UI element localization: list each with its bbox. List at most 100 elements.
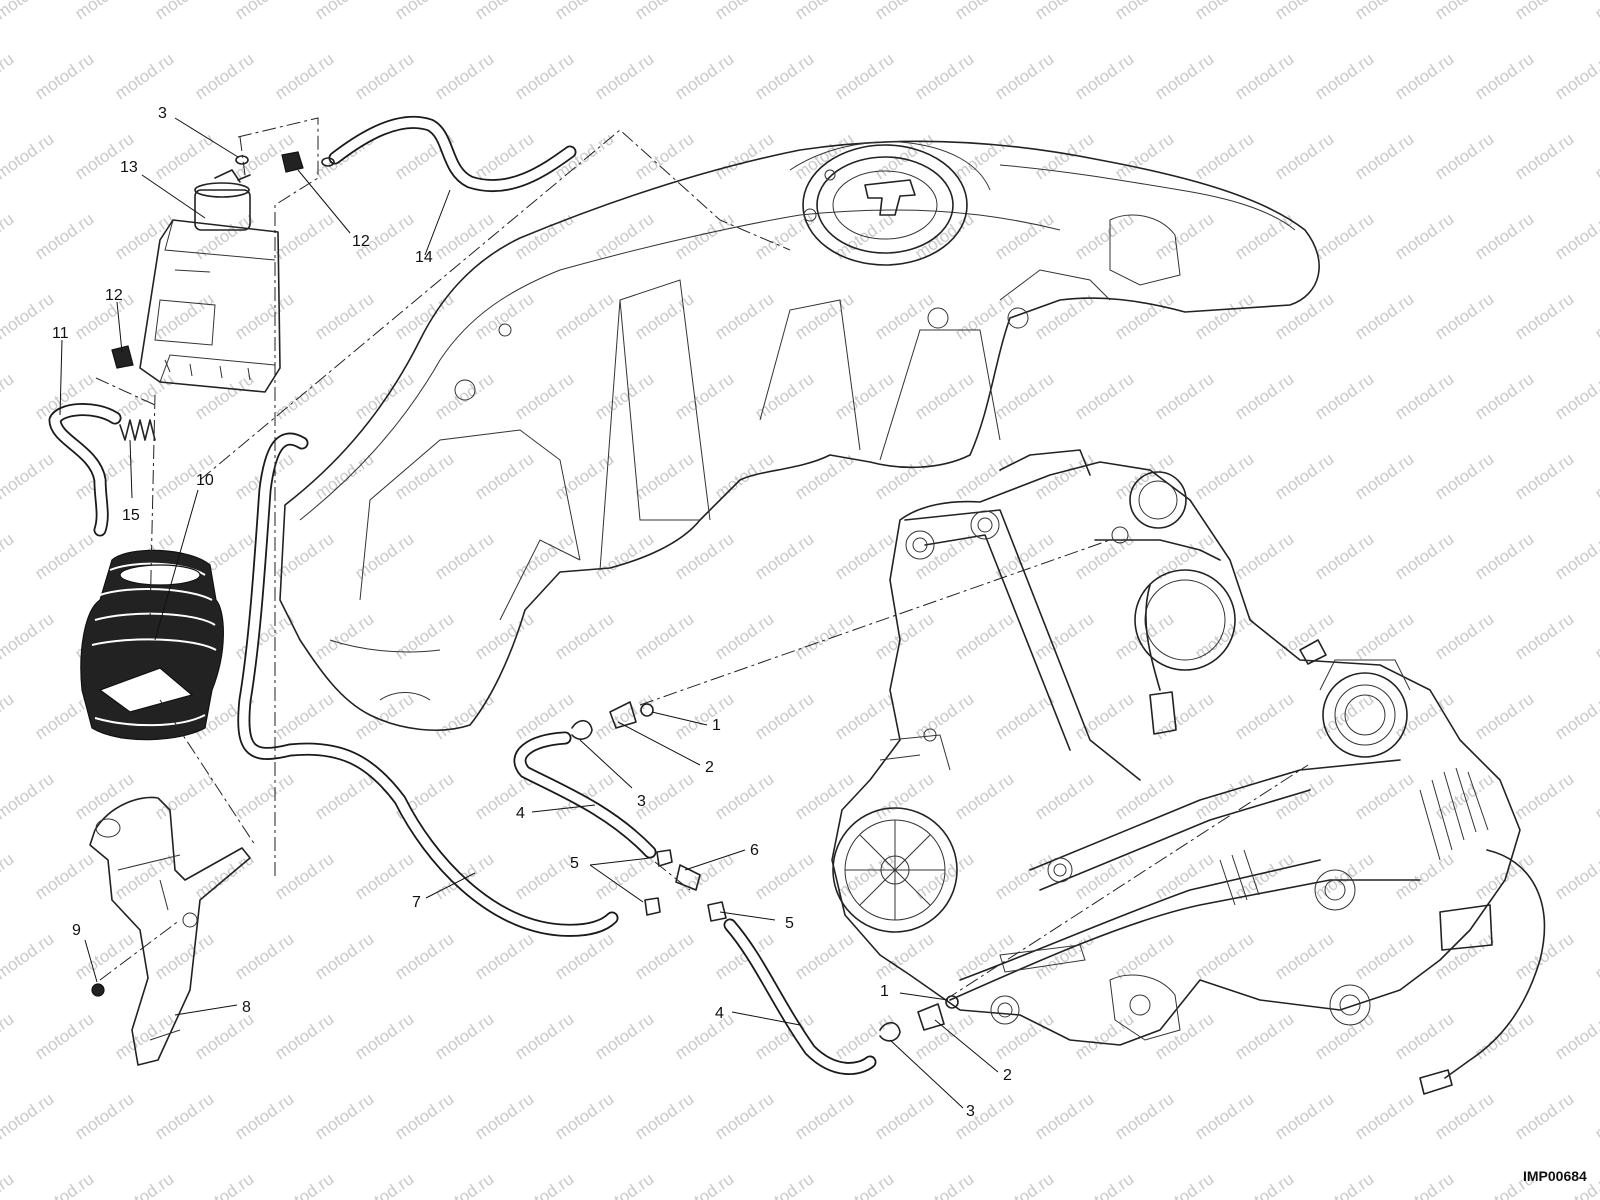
watermark-text: motod.ru: [151, 929, 217, 983]
watermark-text: motod.ru: [871, 289, 937, 343]
watermark-text: motod.ru: [191, 1169, 257, 1200]
watermark-text: motod.ru: [991, 849, 1057, 903]
watermark-text: motod.ru: [151, 289, 217, 343]
watermark-text: motod.ru: [471, 449, 537, 503]
watermark-text: motod.ru: [751, 1169, 817, 1200]
watermark-text: motod.ru: [631, 449, 697, 503]
watermark-text: motod.ru: [1551, 49, 1600, 103]
watermark-text: motod.ru: [1031, 449, 1097, 503]
watermark-text: motod.ru: [1151, 849, 1217, 903]
callout-2-upper: 2: [705, 759, 714, 776]
watermark-text: motod.ru: [1191, 0, 1257, 23]
watermark-text: motod.ru: [351, 529, 417, 583]
hoses: [48, 115, 877, 1075]
watermark-text: motod.ru: [431, 369, 497, 423]
watermark-text: motod.ru: [1591, 769, 1600, 823]
watermark-text: motod.ru: [1311, 49, 1377, 103]
watermark-text: motod.ru: [951, 0, 1017, 23]
watermark-text: motod.ru: [231, 0, 297, 23]
watermark-text: motod.ru: [231, 289, 297, 343]
watermark-text: motod.ru: [831, 529, 897, 583]
watermark-text: motod.ru: [1191, 289, 1257, 343]
watermark-text: motod.ru: [1431, 129, 1497, 183]
callout-2-lower: 2: [1003, 1067, 1012, 1084]
watermark-text: motod.ru: [1511, 1089, 1577, 1143]
callout-8: 8: [242, 999, 251, 1016]
watermark-text: motod.ru: [271, 849, 337, 903]
watermark-text: motod.ru: [591, 49, 657, 103]
watermark-text: motod.ru: [631, 609, 697, 663]
watermark-text: motod.ru: [271, 49, 337, 103]
watermark-text: motod.ru: [1471, 49, 1537, 103]
watermark-text: motod.ru: [431, 1009, 497, 1063]
watermark-text: motod.ru: [911, 369, 977, 423]
watermark-text: motod.ru: [1151, 689, 1217, 743]
watermark-text: motod.ru: [871, 129, 937, 183]
watermark-text: motod.ru: [1271, 609, 1337, 663]
watermark-text: motod.ru: [231, 609, 297, 663]
callout-7: 7: [412, 894, 421, 911]
watermark-text: motod.ru: [551, 609, 617, 663]
watermark-text: motod.ru: [311, 609, 377, 663]
watermark-text: motod.ru: [351, 1009, 417, 1063]
callout-12-top: 12: [352, 233, 370, 250]
watermark-text: motod.ru: [1231, 689, 1297, 743]
watermark-text: motod.ru: [1511, 449, 1577, 503]
watermark-text: motod.ru: [0, 1089, 57, 1143]
watermark-text: motod.ru: [1471, 209, 1537, 263]
watermark-text: motod.ru: [911, 49, 977, 103]
leader-lines: [59, 117, 999, 1109]
watermark-text: motod.ru: [1591, 0, 1600, 23]
watermark-text: motod.ru: [631, 0, 697, 23]
watermark-text: motod.ru: [711, 769, 777, 823]
callout-3-lower: 3: [966, 1103, 975, 1120]
callout-5-left: 5: [570, 855, 579, 872]
watermark-text: motod.ru: [1271, 449, 1337, 503]
callout-14: 14: [415, 249, 433, 266]
watermark-text: motod.ru: [0, 289, 57, 343]
watermark-text: motod.ru: [191, 49, 257, 103]
watermark-text: motod.ru: [1511, 129, 1577, 183]
watermark-text: motod.ru: [231, 769, 297, 823]
watermark-text: motod.ru: [591, 209, 657, 263]
watermark-text: motod.ru: [1591, 1089, 1600, 1143]
watermark-text: motod.ru: [911, 1169, 977, 1200]
watermark-text: motod.ru: [671, 369, 737, 423]
watermark-text: motod.ru: [1031, 1089, 1097, 1143]
watermark-text: motod.ru: [391, 929, 457, 983]
watermark-text: motod.ru: [1431, 609, 1497, 663]
watermark-text: motod.ru: [0, 769, 57, 823]
watermark-text: motod.ru: [871, 0, 937, 23]
watermark-text: motod.ru: [1311, 1009, 1377, 1063]
watermark-text: motod.ru: [951, 1089, 1017, 1143]
watermark-text: motod.ru: [951, 769, 1017, 823]
watermark-text: motod.ru: [1431, 0, 1497, 23]
watermark-text: motod.ru: [951, 289, 1017, 343]
watermark-text: motod.ru: [311, 1089, 377, 1143]
watermark-text: motod.ru: [0, 209, 17, 263]
watermark-text: motod.ru: [991, 1169, 1057, 1200]
watermark-text: motod.ru: [1391, 49, 1457, 103]
watermark-text: motod.ru: [1031, 769, 1097, 823]
watermark-text: motod.ru: [1271, 929, 1337, 983]
callout-1-upper: 1: [712, 717, 721, 734]
watermark-text: motod.ru: [591, 1009, 657, 1063]
watermark-text: motod.ru: [1551, 209, 1600, 263]
watermark-text: motod.ru: [311, 0, 377, 23]
watermark-text: motod.ru: [71, 0, 137, 23]
watermark-text: motod.ru: [1231, 529, 1297, 583]
watermark-text: motod.ru: [0, 369, 17, 423]
watermark-text: motod.ru: [711, 1089, 777, 1143]
watermark-text: motod.ru: [151, 1089, 217, 1143]
watermark-text: motod.ru: [1271, 1089, 1337, 1143]
watermark-text: motod.ru: [1311, 1169, 1377, 1200]
watermark-text: motod.ru: [1271, 129, 1337, 183]
watermark-text: motod.ru: [151, 769, 217, 823]
assembly-lines: [95, 117, 1309, 1001]
watermark-text: motod.ru: [1471, 529, 1537, 583]
watermark-text: motod.ru: [0, 1009, 17, 1063]
watermark-text: motod.ru: [1351, 769, 1417, 823]
watermark-text: motod.ru: [351, 849, 417, 903]
watermark-text: motod.ru: [1111, 289, 1177, 343]
watermark-text: motod.ru: [271, 1009, 337, 1063]
